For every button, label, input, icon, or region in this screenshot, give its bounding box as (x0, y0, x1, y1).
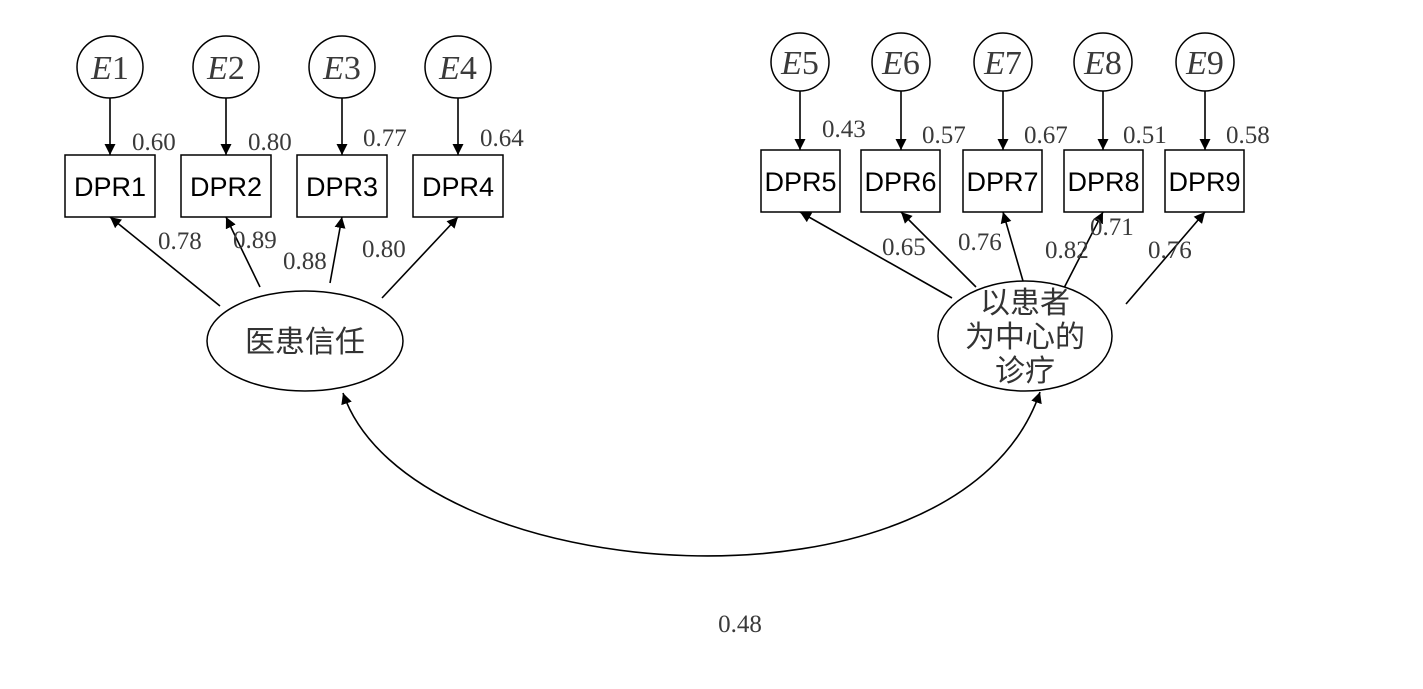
indicator-box-1 (64, 154, 156, 218)
error-label: E5 (780, 45, 819, 82)
indicator-box-9 (1164, 149, 1245, 213)
factor-loading-value: 0.88 (283, 248, 327, 275)
error-term-9 (1175, 32, 1235, 92)
error-loading-value: 0.77 (363, 125, 407, 152)
error-loading-value: 0.57 (922, 122, 966, 149)
indicator-label: DPR2 (190, 172, 262, 202)
error-term-7 (973, 32, 1033, 92)
indicator-box-3 (296, 154, 388, 218)
factor-loading-value: 0.65 (882, 234, 926, 261)
factor-loading-arrow (900, 211, 977, 288)
factor-loading-value: 0.76 (958, 229, 1002, 256)
error-loading-value: 0.58 (1226, 122, 1270, 149)
error-label: E3 (322, 50, 361, 87)
error-index: 1 (112, 50, 129, 87)
error-term-4 (424, 35, 492, 99)
covariance-arrow (341, 391, 1042, 557)
indicator-label: DPR7 (966, 167, 1038, 197)
factor-loading-value: 0.80 (362, 236, 406, 263)
latent-label: 医患信任 (245, 325, 365, 360)
error-index: 4 (460, 50, 477, 87)
error-letter: E (438, 50, 460, 87)
error-index: 8 (1105, 45, 1122, 82)
indicator-label: DPR4 (422, 172, 494, 202)
error-loading-value: 0.51 (1123, 122, 1167, 149)
error-label: E4 (438, 50, 477, 87)
factor-loading-arrow (1000, 211, 1024, 282)
error-letter: E (881, 45, 903, 82)
error-label: E6 (881, 45, 920, 82)
factor-loading-arrow (381, 216, 459, 299)
indicator-box-7 (962, 149, 1043, 213)
factor-loading-value: 0.82 (1045, 237, 1089, 264)
error-label: E9 (1185, 45, 1224, 82)
factor-loading-value: 0.76 (1148, 237, 1192, 264)
error-term-3 (308, 35, 376, 99)
error-index: 6 (903, 45, 920, 82)
latent-label: 诊疗 (995, 354, 1055, 389)
error-index: 3 (344, 50, 361, 87)
error-label: E7 (983, 45, 1022, 82)
covariance-value: 0.48 (718, 611, 762, 638)
error-loading-value: 0.43 (822, 116, 866, 143)
error-letter: E (322, 50, 344, 87)
indicator-box-4 (412, 154, 504, 218)
error-term-1 (76, 35, 144, 99)
error-loading-value: 0.64 (480, 125, 524, 152)
error-label: E1 (90, 50, 129, 87)
error-loading-value: 0.67 (1024, 122, 1068, 149)
error-letter: E (206, 50, 228, 87)
latent-label: 为中心的 (965, 320, 1085, 355)
latent-label: 以患者 (980, 286, 1070, 321)
indicator-box-2 (180, 154, 272, 218)
latent-factor-2 (937, 280, 1113, 392)
factor-loading-arrow (1063, 211, 1104, 289)
error-index: 5 (802, 45, 819, 82)
error-index: 2 (228, 50, 245, 87)
indicator-label: DPR1 (74, 172, 146, 202)
indicator-label: DPR5 (764, 167, 836, 197)
error-label: E2 (206, 50, 245, 87)
factor-loading-arrow (799, 211, 953, 299)
factor-loading-arrow (225, 216, 261, 288)
error-label: E8 (1083, 45, 1122, 82)
error-term-2 (192, 35, 260, 99)
error-loading-value: 0.80 (248, 129, 292, 156)
factor-loading-value: 0.89 (233, 227, 277, 254)
error-term-6 (871, 32, 931, 92)
factor-loading-arrow (329, 216, 346, 284)
error-letter: E (1083, 45, 1105, 82)
indicator-box-6 (860, 149, 941, 213)
indicator-label: DPR6 (864, 167, 936, 197)
factor-loading-arrow (109, 216, 221, 307)
error-term-5 (770, 32, 830, 92)
error-letter: E (780, 45, 802, 82)
indicator-label: DPR3 (306, 172, 378, 202)
indicator-box-5 (760, 149, 841, 213)
latent-factor-1 (206, 290, 404, 392)
error-index: 9 (1207, 45, 1224, 82)
error-letter: E (1185, 45, 1207, 82)
indicator-label: DPR8 (1067, 167, 1139, 197)
factor-loading-value: 0.71 (1090, 214, 1134, 241)
error-index: 7 (1005, 45, 1022, 82)
error-letter: E (90, 50, 112, 87)
factor-loading-arrow (1125, 211, 1206, 305)
indicator-label: DPR9 (1168, 167, 1240, 197)
indicator-box-8 (1063, 149, 1144, 213)
factor-loading-value: 0.78 (158, 228, 202, 255)
error-term-8 (1073, 32, 1133, 92)
error-loading-value: 0.60 (132, 129, 176, 156)
error-letter: E (983, 45, 1005, 82)
